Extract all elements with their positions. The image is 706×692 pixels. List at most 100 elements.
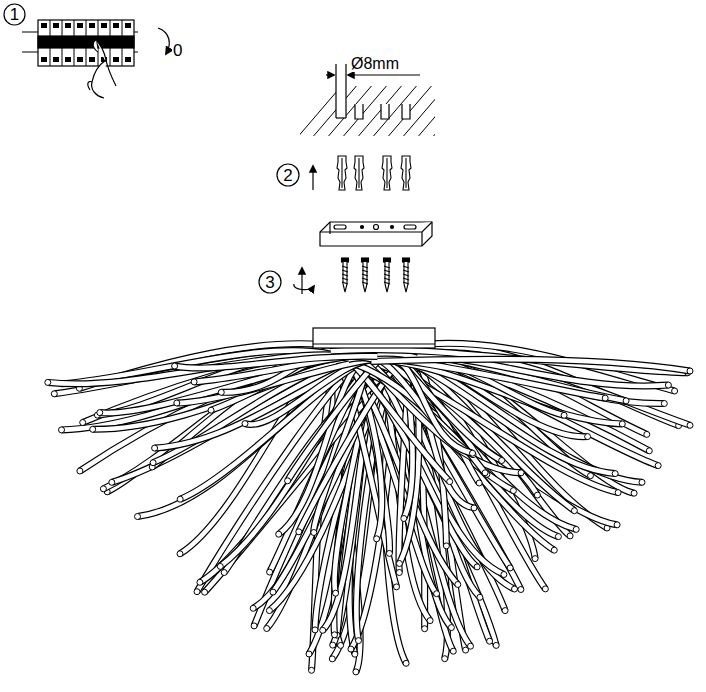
tube-end <box>320 627 326 633</box>
tube-end <box>468 643 474 649</box>
tube-body <box>155 350 417 448</box>
tube-end <box>455 582 461 588</box>
switch-position: 0 <box>172 42 183 59</box>
breaker-panel <box>22 20 138 98</box>
tube-end <box>90 426 96 432</box>
tube-end <box>208 407 214 413</box>
ceiling-drill-holes <box>290 64 485 146</box>
tube-end <box>672 388 678 394</box>
tube-end <box>276 531 282 537</box>
tube-end <box>332 632 338 638</box>
tube-end <box>450 648 456 654</box>
tube-end <box>396 561 402 567</box>
tube-end <box>77 468 83 474</box>
tube-end <box>333 590 339 596</box>
tube-end <box>251 623 257 629</box>
tube-end <box>442 656 448 662</box>
step-number-circle: 2 <box>276 163 300 187</box>
tube-end <box>221 570 227 576</box>
chandelier <box>45 343 693 675</box>
tube-outline <box>371 359 690 371</box>
tube-end <box>487 638 493 644</box>
tube-end <box>448 625 454 631</box>
wall-plugs <box>337 156 411 190</box>
tube-end <box>476 480 482 486</box>
tube-end <box>501 572 507 578</box>
tube-end <box>172 363 178 369</box>
tube-end <box>623 398 629 404</box>
tube-end <box>585 434 591 440</box>
push-up-arrow <box>312 166 313 190</box>
tube-end <box>602 395 608 401</box>
tube-outline <box>155 350 417 448</box>
tube-outline <box>175 356 378 368</box>
tube-end <box>150 460 156 466</box>
tube-end <box>502 608 508 614</box>
tube-end <box>655 463 661 469</box>
tube-end <box>109 479 115 485</box>
tube-end <box>266 608 272 614</box>
tube-end <box>687 422 693 428</box>
tube-end <box>477 594 483 600</box>
tube-end <box>518 470 524 476</box>
switch-off-arrow <box>158 28 169 54</box>
tube-end <box>422 626 428 632</box>
tube-end <box>470 450 476 456</box>
tube-end <box>644 431 650 437</box>
tube-end <box>631 490 637 496</box>
tube-end <box>356 638 362 644</box>
tube-end <box>352 651 358 657</box>
tube-end <box>427 618 433 624</box>
tube-end <box>330 642 336 648</box>
tube-body <box>175 356 378 368</box>
tube-end <box>443 543 449 549</box>
tube-end <box>510 488 516 494</box>
canopy <box>313 328 435 348</box>
tube-end <box>194 589 200 595</box>
tube-end <box>312 627 318 633</box>
tube-end <box>619 421 625 427</box>
tube-end <box>264 626 270 632</box>
tube-end <box>512 586 518 592</box>
tube-end <box>174 400 180 406</box>
tube-end <box>567 533 573 539</box>
mounting-bracket <box>320 222 432 246</box>
tube-end <box>353 669 359 675</box>
tube-end <box>471 505 477 511</box>
tube-end <box>614 522 620 528</box>
tube-end <box>242 421 248 427</box>
tube-end <box>612 471 618 477</box>
tube-end <box>615 490 621 496</box>
tube-end <box>571 508 577 514</box>
tube-end <box>507 565 513 571</box>
tube-end <box>482 470 488 476</box>
tube-end <box>573 526 579 532</box>
tube-end <box>152 445 158 451</box>
tube-end <box>639 479 645 485</box>
tube-end <box>311 530 317 536</box>
tube-end <box>218 389 224 395</box>
tube-end <box>135 514 141 520</box>
tube-end <box>191 379 197 385</box>
tube-end <box>285 478 291 484</box>
tube-end <box>177 551 183 557</box>
tube-end <box>394 584 400 590</box>
tube-end <box>403 660 409 666</box>
tube-end <box>177 496 183 502</box>
tube-end <box>306 651 312 657</box>
tube-end <box>250 605 256 611</box>
tube-end <box>374 536 380 542</box>
tube-end <box>329 656 335 662</box>
tube-end <box>493 642 499 648</box>
tube-end <box>270 589 276 595</box>
tube-end <box>100 486 106 492</box>
tube-end <box>197 579 203 585</box>
tube-end <box>348 646 354 652</box>
callout-number: 2 <box>283 167 292 184</box>
tube-end <box>97 410 103 416</box>
tube-end <box>396 570 402 576</box>
tube-end <box>386 550 392 556</box>
screw-in-arrow <box>294 268 314 294</box>
circle-shape <box>4 4 25 25</box>
